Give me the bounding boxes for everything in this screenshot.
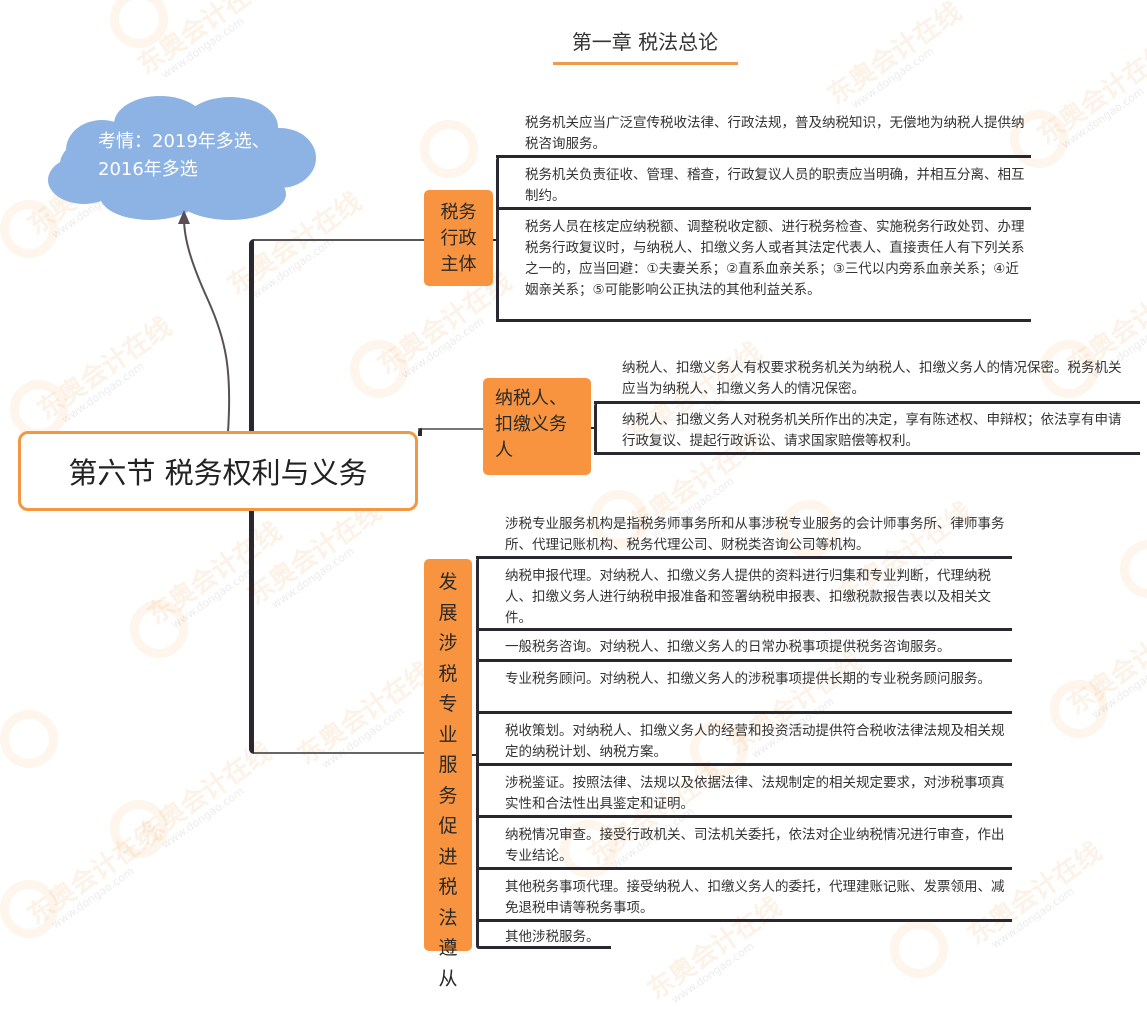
leaf-separator bbox=[496, 207, 1031, 210]
branch-node-taxpayer-withholder[interactable]: 纳税人、 扣缴义务 人 bbox=[483, 378, 591, 475]
chapter-title: 第一章 税法总论 bbox=[571, 30, 719, 54]
trunk-connector-top bbox=[249, 239, 254, 434]
leaf-node[interactable]: 其他涉税服务。 bbox=[505, 929, 600, 945]
cloud-note-shape bbox=[48, 96, 316, 220]
leaf-separator bbox=[496, 319, 1031, 322]
leaf-node[interactable]: 税务机关应当广泛宣传税收法律、行政法规，普及纳税知识，无偿地为纳税人提供纳税咨询… bbox=[525, 115, 1025, 152]
bracket-branch-2 bbox=[594, 403, 597, 453]
arrow-head-icon bbox=[178, 210, 190, 224]
leaf-node[interactable]: 纳税人、扣缴义务人对税务机关所作出的决定，享有陈述权、申辩权；依法享有申请行政复… bbox=[622, 412, 1122, 449]
branch-label-char: 业 bbox=[438, 723, 458, 746]
watermark-logo-icon bbox=[350, 340, 408, 398]
leaf-separator bbox=[496, 155, 1031, 158]
leaf-separator bbox=[476, 556, 1012, 559]
leaf-separator bbox=[476, 919, 1012, 922]
connector-branch-3 bbox=[254, 752, 426, 754]
leaf-node[interactable]: 涉税专业服务机构是指税务师事务所和从事涉税专业服务的会计师事务所、律师事务所、代… bbox=[505, 516, 1005, 553]
branch-label-line: 税务 bbox=[440, 202, 477, 223]
watermark-logo-icon bbox=[10, 380, 68, 438]
chapter-underline bbox=[553, 62, 738, 65]
leaf-node[interactable]: 税务人员在核定应纳税额、调整税收定额、进行税务检查、实施税务行政处罚、办理税务行… bbox=[525, 219, 1025, 298]
watermark-logo-icon bbox=[110, 0, 168, 48]
branch-label-char: 服 bbox=[438, 754, 458, 776]
leaf-separator bbox=[476, 711, 1012, 714]
branch-node-tax-admin-subject[interactable]: 税务 行政 主体 bbox=[424, 190, 493, 286]
branch-label-char: 促 bbox=[438, 815, 458, 837]
bracket-branch-3 bbox=[476, 558, 479, 948]
leaf-node[interactable]: 一般税务咨询。对纳税人、扣缴义务人的日常办税事项提供税务咨询服务。 bbox=[505, 639, 951, 655]
leaf-separator bbox=[476, 659, 1012, 662]
leaf-node[interactable]: 其他税务事项代理。接受纳税人、扣缴义务人的委托，代理建账记账、发票领用、减免退税… bbox=[505, 879, 1005, 916]
watermark-logo-icon bbox=[0, 880, 58, 938]
branch-label-char: 从 bbox=[438, 967, 458, 990]
branch-label-char: 遵 bbox=[438, 937, 458, 959]
connector-branch-2 bbox=[418, 428, 483, 430]
cloud-note-text: 考情：2019年多选、 2016年多选 bbox=[98, 128, 298, 184]
leaf-node[interactable]: 税务机关负责征收、管理、稽查，行政复议人员的职责应当明确，并相互分离、相互制约。 bbox=[525, 167, 1025, 204]
trunk-connector-bottom bbox=[249, 511, 254, 754]
branch-label-char: 专 bbox=[438, 693, 458, 715]
branch-label-line: 行政 bbox=[440, 228, 477, 249]
leaf-separator bbox=[476, 815, 1012, 818]
watermark-logo-icon bbox=[1120, 540, 1147, 598]
branch-label-line: 主体 bbox=[440, 254, 477, 275]
leaf-node[interactable]: 纳税申报代理。对纳税人、扣缴义务人提供的资料进行归集和专业判断，代理纳税人、扣缴… bbox=[505, 568, 991, 626]
leaf-node[interactable]: 纳税情况审查。接受行政机关、司法机关委托，依法对企业纳税情况进行审查，作出专业结… bbox=[505, 827, 1005, 864]
bracket-stub bbox=[472, 754, 478, 756]
connector-branch-1 bbox=[254, 239, 426, 241]
branch-label-char: 务 bbox=[438, 784, 458, 807]
leaf-node[interactable]: 涉税鉴证。按照法律、法规以及依据法律、法规制定的相关规定要求，对涉税事项真实性和… bbox=[505, 775, 1005, 812]
watermark-logo-icon bbox=[110, 800, 168, 858]
branch-label-char: 法 bbox=[438, 906, 458, 929]
bracket-stub bbox=[493, 239, 498, 241]
cloud-note-line-1: 考情：2019年多选、 bbox=[98, 131, 270, 152]
leaf-node[interactable]: 税收策划。对纳税人、扣缴义务人的经营和投资活动提供符合税收法律法规及相关规定的纳… bbox=[505, 723, 1005, 760]
cloud-note-line-2: 2016年多选 bbox=[98, 159, 198, 180]
branch-label-char: 进 bbox=[438, 845, 458, 868]
branch-label-char: 涉 bbox=[438, 632, 458, 654]
leaf-separator bbox=[476, 867, 1012, 870]
watermark-logo-icon bbox=[0, 710, 58, 768]
branch-label-line: 人 bbox=[495, 440, 513, 461]
watermark-logo-icon bbox=[420, 120, 478, 178]
branch-label-line: 扣缴义务 bbox=[495, 414, 567, 435]
leaf-separator bbox=[476, 763, 1012, 766]
relationship-arrow bbox=[178, 210, 231, 433]
branch-label-char: 展 bbox=[438, 601, 458, 624]
leaf-separator bbox=[594, 401, 1140, 404]
branch-label-char: 税 bbox=[438, 662, 458, 685]
bracket-stub bbox=[591, 427, 596, 429]
watermark-logo-icon bbox=[130, 600, 188, 658]
branch-label-char: 税 bbox=[438, 876, 458, 898]
connector-branch-2-corner bbox=[418, 428, 422, 436]
leaf-node[interactable]: 纳税人、扣缴义务人有权要求税务机关为纳税人、扣缴义务人的情况保密。税务机关应当为… bbox=[622, 360, 1122, 397]
leaf-node[interactable]: 专业税务顾问。对纳税人、扣缴义务人的涉税事项提供长期的专业税务顾问服务。 bbox=[505, 671, 991, 687]
watermark-logo-icon bbox=[1050, 680, 1108, 738]
central-topic-node[interactable]: 第六节 税务权利与义务 bbox=[18, 431, 418, 511]
branch-label-line: 纳税人、 bbox=[495, 388, 567, 409]
branch-node-tax-service-development[interactable]: 发 展 涉 税 专 业 服 务 促 进 税 法 遵 从 bbox=[424, 559, 472, 990]
leaf-separator bbox=[476, 628, 1012, 631]
branch-label-char: 发 bbox=[438, 571, 458, 593]
leaf-separator bbox=[594, 452, 1140, 455]
leaf-separator bbox=[476, 946, 611, 949]
bracket-branch-1 bbox=[496, 157, 499, 321]
